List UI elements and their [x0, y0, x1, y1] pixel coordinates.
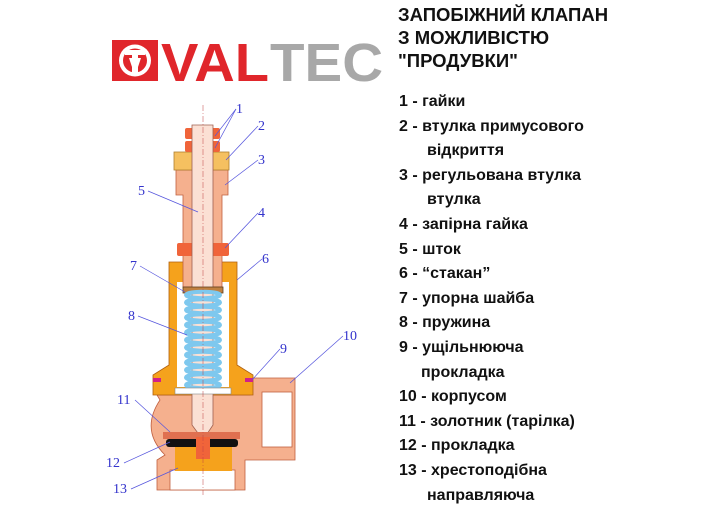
callout-leader	[225, 125, 259, 161]
legend-item-cont: прокладка	[421, 363, 505, 381]
callout-leader	[139, 265, 186, 293]
callout-leader	[134, 399, 171, 433]
callout-leader	[137, 315, 188, 336]
callout-label: 4	[258, 206, 265, 221]
callout-leader	[251, 348, 281, 381]
callout-label: 9	[280, 342, 287, 357]
legend-item: 2 - втулка примусового	[399, 117, 584, 135]
disc	[163, 432, 240, 439]
valtec-logo: VAL TEC	[112, 38, 383, 83]
callout-leader	[123, 441, 171, 464]
legend-item: 1 - гайки	[399, 93, 466, 110]
legend-item: 6 - “стакан”	[399, 265, 491, 283]
legend-item-cont: направляюча	[427, 486, 535, 504]
parts-legend: 1 - гайки 2 - втулка примусового відкрит…	[399, 90, 584, 508]
legend-item: 7 - упорна шайба	[399, 289, 535, 307]
callout-label: 2	[258, 119, 265, 134]
svg-text:TEC: TEC	[270, 38, 383, 83]
callout-label: 1	[236, 102, 243, 117]
legend-item: 3 - регульована втулка	[399, 166, 582, 184]
callout-label: 3	[258, 153, 265, 168]
legend-item-cont: відкриття	[427, 142, 505, 160]
callout-leader	[214, 108, 237, 149]
callout-label: 10	[343, 329, 357, 344]
callout-label: 12	[106, 456, 120, 471]
callout-label: 13	[113, 482, 127, 497]
title-line: "ПРОДУВКИ"	[398, 50, 518, 71]
callout-label: 11	[117, 393, 130, 408]
svg-text:VAL: VAL	[161, 38, 269, 83]
title-line: ЗАПОБІЖНИЙ КЛАПАН	[398, 4, 609, 25]
callout-leader	[289, 335, 344, 384]
legend-item-cont: втулка	[427, 191, 481, 209]
page-title: ЗАПОБІЖНИЙ КЛАПАН З МОЖЛИВІСТЮ "ПРОДУВКИ…	[398, 3, 608, 72]
legend-item: 10 - корпусом	[399, 388, 507, 406]
callout-leader	[224, 159, 259, 186]
callout-label: 5	[138, 184, 145, 199]
title-line: З МОЖЛИВІСТЮ	[398, 27, 550, 48]
legend-item: 11 - золотник (тарілка)	[399, 412, 575, 430]
callout-label: 6	[262, 252, 269, 267]
callout-leader	[147, 190, 199, 213]
legend-item: 8 - пружина	[399, 314, 491, 332]
callout-leader	[214, 108, 237, 137]
legend-item: 13 - хрестоподібна	[399, 461, 547, 479]
callout-label: 8	[128, 309, 135, 324]
legend-item: 4 - запірна гайка	[399, 215, 528, 233]
callout-label: 7	[130, 259, 137, 274]
callout-leader	[236, 258, 263, 281]
legend-item: 9 - ущільнююча	[399, 338, 524, 356]
callout-leader	[130, 467, 179, 490]
callout-leader	[224, 212, 259, 249]
legend-item: 12 - прокладка	[399, 437, 515, 455]
legend-item: 5 - шток	[399, 240, 461, 258]
